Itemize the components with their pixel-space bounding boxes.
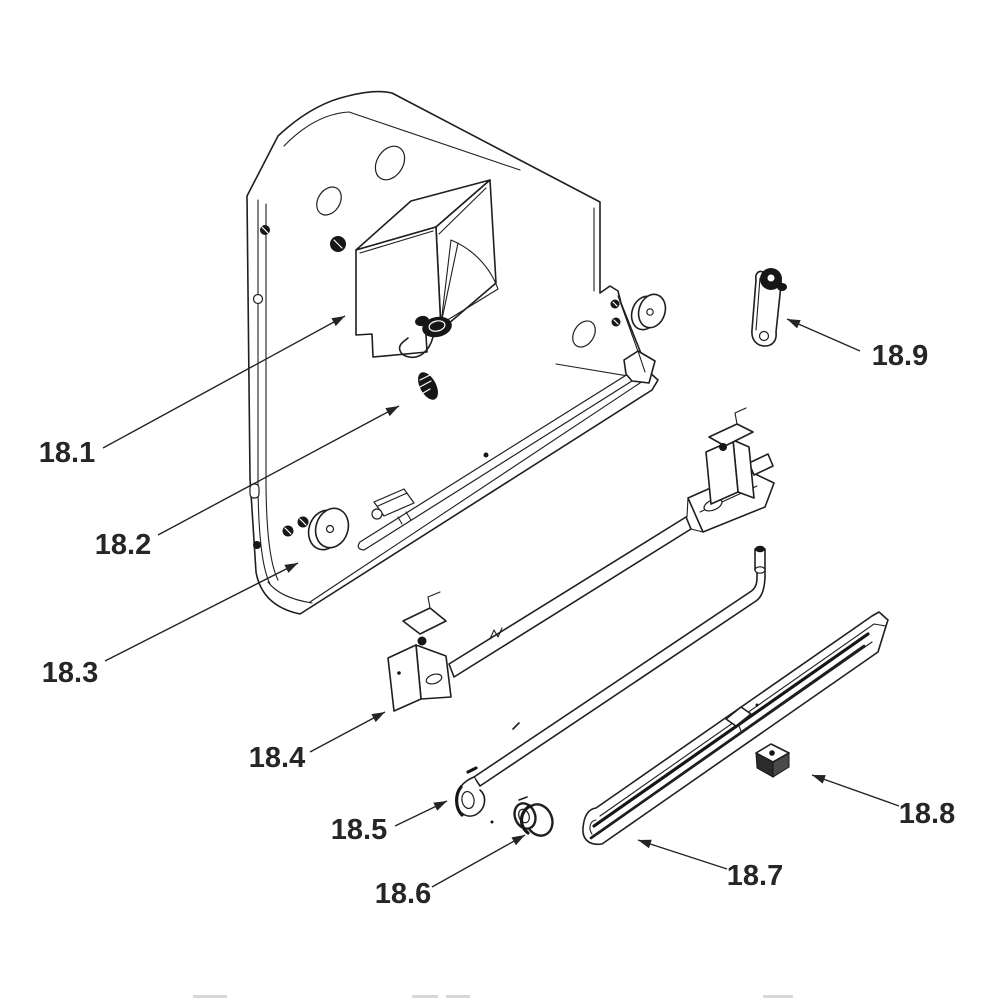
hook-rod-drawing — [455, 545, 766, 824]
leader-arrowhead — [284, 563, 298, 573]
spring-drawing — [417, 372, 438, 400]
rod-pin-drawing — [754, 545, 766, 574]
callout-18-7: 18.7 — [637, 839, 783, 892]
channel-rail-drawing — [582, 611, 889, 846]
roller-bushing-drawing — [513, 796, 554, 837]
part-callouts: 18.1 18.2 18.3 18.4 18.5 18.6 18.7 18.8 18.9 — [39, 315, 955, 910]
leader-arrowhead — [812, 775, 826, 784]
right-pulley-drawing — [630, 293, 667, 331]
crank-hook-drawing — [398, 336, 434, 359]
rod-hook-drawing — [455, 766, 486, 817]
leader-arrowhead — [433, 801, 447, 811]
leader-line — [431, 834, 526, 888]
main-panel-drawing — [246, 90, 667, 615]
square-nut-drawing — [755, 743, 790, 778]
callout-18-5: 18.5 — [331, 800, 448, 846]
part-label-18-2: 18.2 — [95, 529, 151, 561]
leader-arrowhead — [787, 319, 801, 329]
leader-line — [637, 839, 728, 870]
callout-18-1: 18.1 — [39, 315, 346, 469]
part-label-18-6: 18.6 — [375, 878, 431, 910]
rail-right-bracket-drawing — [686, 407, 775, 533]
callout-18-4: 18.4 — [249, 711, 386, 774]
link-arm-drawing — [751, 268, 787, 347]
leader-arrowhead — [331, 316, 345, 327]
callout-18-2: 18.2 — [95, 405, 400, 561]
part-label-18-5: 18.5 — [331, 814, 387, 846]
part-label-18-7: 18.7 — [727, 860, 783, 892]
rail-left-bracket-drawing — [387, 591, 452, 712]
leader-line — [309, 711, 386, 753]
leader-line — [811, 774, 900, 807]
scan-artifacts — [193, 995, 793, 998]
leader-line — [786, 318, 861, 352]
solenoid-bracket-drawing — [355, 179, 499, 400]
leader-arrowhead — [511, 835, 525, 846]
callout-18-6: 18.6 — [375, 834, 526, 910]
slide-rail-assembly-drawing — [387, 407, 775, 712]
panel-rail-drawing — [357, 350, 656, 551]
callout-18-3: 18.3 — [42, 562, 299, 689]
leader-line — [157, 405, 400, 536]
callout-18-8: 18.8 — [811, 774, 955, 830]
part-label-18-3: 18.3 — [42, 657, 98, 689]
callout-18-9: 18.9 — [786, 318, 928, 372]
part-label-18-9: 18.9 — [872, 340, 928, 372]
main-pulley-drawing — [307, 507, 350, 551]
part-label-18-8: 18.8 — [899, 798, 955, 830]
leader-arrowhead — [371, 712, 385, 723]
leader-arrowhead — [638, 839, 652, 849]
part-label-18-4: 18.4 — [249, 742, 305, 774]
part-label-18-1: 18.1 — [39, 437, 95, 469]
leader-line — [102, 315, 346, 449]
leader-arrowhead — [385, 406, 399, 417]
leader-line — [104, 562, 299, 662]
